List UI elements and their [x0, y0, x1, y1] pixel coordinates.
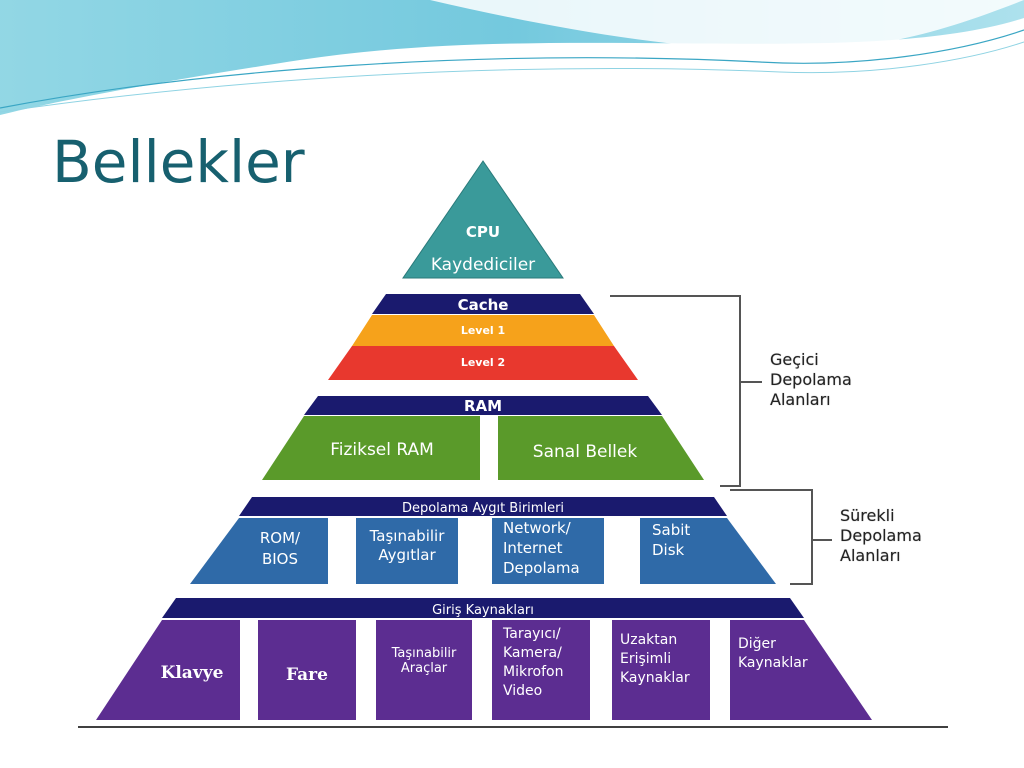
physical-ram-label: Fiziksel RAM	[330, 440, 434, 460]
storage-rom-bios-block	[190, 518, 328, 584]
storage-header-label: Depolama Aygıt Birimleri	[402, 501, 564, 516]
input-remote-access-line-1: Uzaktan	[620, 632, 677, 648]
input-header-bar	[162, 598, 804, 618]
temporary-storage-line-1: Geçici	[770, 350, 819, 369]
storage-header-bar	[239, 497, 727, 516]
header-wave-decoration	[0, 0, 1024, 115]
cpu-label: CPU	[466, 223, 500, 241]
level1-label: Level 1	[461, 324, 505, 337]
storage-network-storage-line-3: Depolama	[503, 559, 580, 577]
storage-rom-bios-line-1: ROM/	[260, 529, 301, 547]
permanent-storage-bracket	[730, 489, 832, 585]
input-keyboard-line-1: Klavye	[161, 663, 224, 683]
virtual-memory-block	[498, 416, 704, 480]
input-remote-access-line-3: Kaynaklar	[620, 670, 690, 686]
input-scanner-camera-line-3: Mikrofon	[503, 664, 563, 680]
input-remote-access-block	[612, 620, 710, 720]
input-mouse-line-1: Fare	[286, 665, 328, 685]
storage-network-block	[492, 518, 604, 584]
slide-title: Bellekler	[52, 128, 305, 196]
storage-hard-disk-line-1: Sabit	[652, 521, 690, 539]
input-removable-tools-line-1: Taşınabilir	[391, 646, 457, 661]
storage-hard-disk-block	[640, 518, 776, 584]
temporary-storage-label: Geçici Depolama Alanları	[770, 350, 852, 410]
cpu-tier	[402, 160, 564, 279]
permanent-storage-line-3: Alanları	[840, 546, 901, 565]
input-scanner-block	[492, 620, 590, 720]
input-removable-tools-block	[376, 620, 472, 720]
storage-hard-disk-line-2: Disk	[652, 541, 685, 559]
permanent-storage-line-1: Sürekli	[840, 506, 895, 525]
level2-label: Level 2	[461, 356, 505, 369]
input-other-sources-line-1: Diğer	[738, 636, 776, 652]
ram-header-bar	[304, 396, 662, 415]
cache-header-bar	[372, 294, 594, 314]
input-remote-access-line-2: Erişimli	[620, 651, 671, 667]
input-header-label: Giriş Kaynakları	[432, 603, 534, 618]
ram-label: RAM	[464, 397, 502, 415]
permanent-storage-line-2: Depolama	[840, 526, 922, 545]
input-scanner-camera-line-4: Video	[503, 683, 542, 699]
temporary-storage-bracket	[610, 295, 762, 487]
storage-network-storage-line-1: Network/	[503, 519, 572, 537]
temporary-storage-line-2: Depolama	[770, 370, 852, 389]
permanent-storage-label: Sürekli Depolama Alanları	[840, 506, 922, 566]
storage-network-storage-line-2: Internet	[503, 539, 563, 557]
cache-label: Cache	[458, 296, 509, 314]
temporary-storage-line-3: Alanları	[770, 390, 831, 409]
virtual-memory-label: Sanal Bellek	[533, 442, 638, 462]
input-scanner-camera-line-2: Kamera/	[503, 645, 562, 661]
input-scanner-camera-line-1: Tarayıcı/	[502, 626, 561, 642]
cache-level1-band	[352, 315, 614, 346]
input-mouse-block	[258, 620, 356, 720]
cache-level2-band	[328, 346, 638, 380]
input-other-sources-line-2: Kaynaklar	[738, 655, 808, 671]
input-other-sources-block	[730, 620, 872, 720]
input-keyboard-block	[96, 620, 240, 720]
storage-removable-block	[356, 518, 458, 584]
input-removable-tools-line-2: Araçlar	[401, 661, 448, 676]
physical-ram-block	[262, 416, 480, 480]
storage-removable-devices-line-1: Taşınabilir	[369, 527, 446, 545]
storage-rom-bios-line-2: BIOS	[262, 550, 298, 568]
storage-removable-devices-line-2: Aygıtlar	[378, 546, 436, 564]
registers-label: Kaydediciler	[431, 255, 535, 275]
